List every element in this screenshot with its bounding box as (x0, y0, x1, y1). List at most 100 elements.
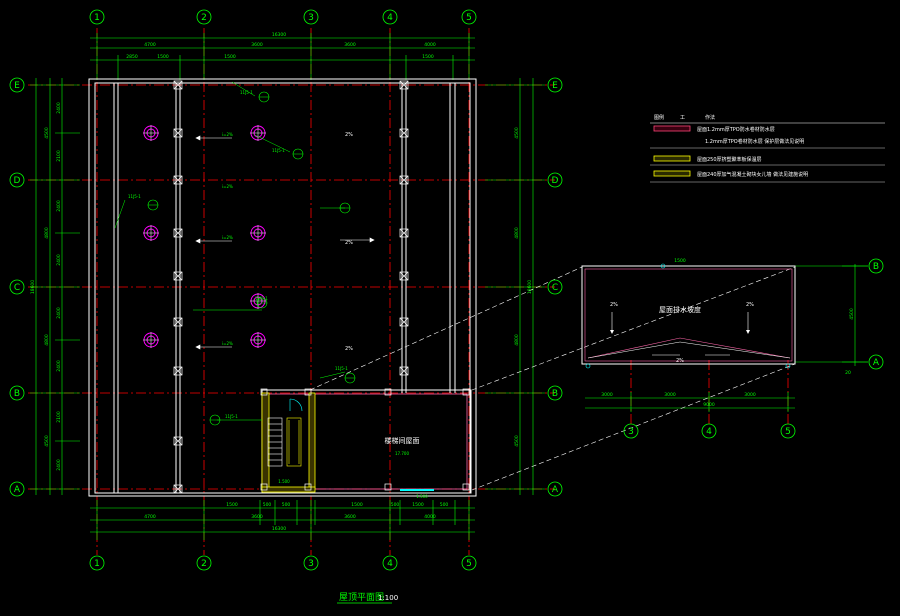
dim-detail-right: 4500 (849, 308, 855, 320)
detail-axis-bubble-4-label: 4 (706, 427, 712, 437)
roof-drain-6 (250, 332, 266, 348)
dim-top-total: 16300 (272, 32, 286, 38)
axis-bubble-top-2-label: 2 (201, 13, 207, 23)
dim-top-seg-1: 4700 (144, 42, 156, 48)
drain-marker-14 (399, 271, 409, 281)
dim-bottom-seg-3: 3600 (344, 514, 356, 520)
dim-left-seg-1: 4500 (44, 127, 50, 139)
dim-bottom-sub-2: 500 (263, 502, 272, 508)
dim-top-seg-2: 3600 (251, 42, 263, 48)
roof-outline (88, 78, 477, 497)
door-symbol (289, 398, 303, 412)
axis-bubble-bottom-1: 1 (89, 555, 105, 571)
grid-lines (28, 28, 789, 555)
slope-arrow-label-4: i=2% (222, 184, 233, 189)
detail-axis-bubble-B-label: B (873, 262, 879, 272)
dim-top-sub-3: 1500 (224, 54, 236, 60)
roof-drains (143, 125, 266, 348)
drawing-title: 屋顶平面图 (339, 592, 384, 603)
dim-detail-total: 9000 (703, 402, 715, 408)
dim-bottom-seg-2: 3600 (251, 514, 263, 520)
callout-1: 11J5-1 (240, 90, 253, 95)
axis-bubble-right-D-label: D (552, 176, 559, 186)
axis-bubble-left-C-label: C (14, 283, 20, 293)
axis-bubble-left-E: E (9, 77, 25, 93)
room-label: 楼梯间屋面 (385, 436, 420, 445)
column-marker-8 (462, 483, 470, 491)
detail-axis-bubble-3-label: 3 (628, 427, 634, 437)
column-marker-7 (384, 483, 392, 491)
detail-axis-bubble-A-label: A (873, 358, 880, 368)
roof-drain-3 (143, 225, 159, 241)
legend-header-3: 作法 (705, 114, 715, 121)
axis-bubble-bottom-2-label: 2 (201, 559, 207, 569)
slope-label-2: 2% (345, 240, 353, 246)
legend-row-1-line-1: 屋面1.2mm厚TPO防水卷材防水层 (697, 126, 775, 133)
dim-bottom-seg-1: 4700 (144, 514, 156, 520)
dim-detail-bottom-3: 3000 (744, 392, 756, 398)
dim-left-sub-7: 2100 (56, 411, 62, 423)
axis-bubble-top-1: 1 (89, 9, 105, 25)
dim-top-seg-4: 4000 (424, 42, 436, 48)
slope-arrow-label-1: i=2% (222, 132, 233, 137)
legend-row-2: 屋面250厚挤塑聚苯板保温层 (697, 156, 762, 163)
dim-detail-bottom-1: 3000 (601, 392, 613, 398)
drawing-scale: 1:100 (378, 594, 398, 602)
detail-axis-bubble-5-label: 5 (785, 427, 791, 437)
axis-bubble-right-A: A (547, 481, 563, 497)
drain-marker-3 (173, 175, 183, 185)
dim-left-seg-4: 4500 (44, 435, 50, 447)
callout-5: 11J5-1 (335, 366, 348, 371)
axis-bubble-top-3-label: 3 (308, 13, 314, 23)
drain-marker-4 (173, 228, 183, 238)
level-label: 1.500 (278, 479, 290, 484)
axis-bubble-bottom-5-label: 5 (466, 559, 472, 569)
column-marker-2 (304, 388, 312, 396)
axis-bubble-left-D-label: D (14, 176, 21, 186)
axis-bubble-bottom-1-label: 1 (94, 559, 100, 569)
dim-bottom-seg-4: 4000 (424, 514, 436, 520)
dim-left-sub-2: 2100 (56, 150, 62, 162)
callout-4: 11J5-1 (255, 296, 268, 301)
dim-top-sub-1: 2850 (126, 54, 138, 60)
drain-marker-13 (399, 228, 409, 238)
drain-marker-1 (173, 80, 183, 90)
slope-label-1: 2% (345, 132, 353, 138)
axis-bubble-top-2: 2 (196, 9, 212, 25)
dim-bottom-total: 16300 (272, 526, 286, 532)
axis-bubble-right-E-label: E (552, 81, 558, 91)
roof-drain-7 (250, 293, 266, 309)
axis-bubble-right-B: B (547, 385, 563, 401)
roof-drain-4 (250, 225, 266, 241)
drain-marker-15 (399, 317, 409, 327)
drain-marker-9 (173, 484, 183, 494)
dimension-lines (30, 33, 868, 540)
column-marker-6 (384, 388, 392, 396)
column-marker-5 (304, 483, 312, 491)
dim-left-sub-1: 2400 (56, 102, 62, 114)
roof-drain-1 (143, 125, 159, 141)
dim-bottom-sub-7: 500 (440, 502, 449, 508)
axis-bubble-left-E-label: E (14, 81, 20, 91)
dim-detail-bottom-2: 3000 (664, 392, 676, 398)
dim-left-seg-2: 4800 (44, 227, 50, 239)
axis-bubble-left-A-label: A (14, 485, 21, 495)
callout-2: 11J5-1 (272, 148, 285, 153)
axis-bubble-bottom-5: 5 (461, 555, 477, 571)
drain-marker-12 (399, 175, 409, 185)
dim-left-seg-3: 4800 (44, 334, 50, 346)
axis-bubble-right-B-label: B (552, 389, 558, 399)
axis-bubble-right-C: C (547, 279, 563, 295)
axis-bubble-bottom-3-label: 3 (308, 559, 314, 569)
detail-roof-plan (581, 263, 796, 369)
dim-left-sub-5: 2400 (56, 307, 62, 319)
slope-label-3: 2% (345, 346, 353, 352)
legend-header-2: 工 (680, 115, 685, 121)
legend-table (650, 122, 885, 183)
dim-left-sub-6: 2400 (56, 360, 62, 372)
dim-left-total: 18600 (30, 280, 36, 294)
dim-top-sub-4: 1500 (422, 54, 434, 60)
dim-left-sub-3: 2400 (56, 200, 62, 212)
